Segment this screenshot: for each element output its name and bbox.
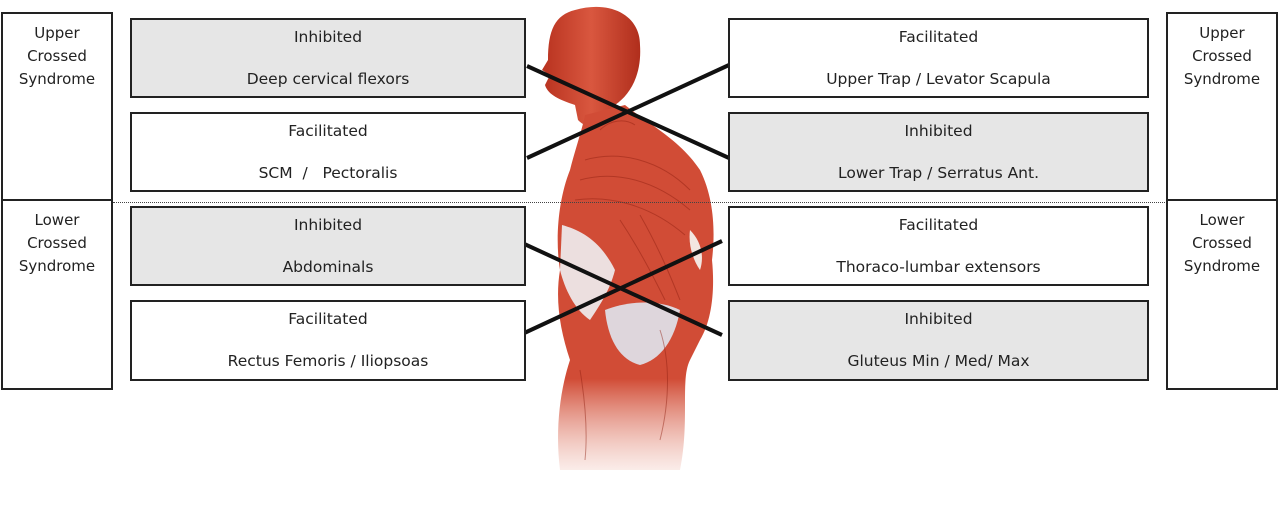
box-scm-pectoralis: Facilitated SCM / Pectoralis: [130, 112, 526, 192]
box-status: Inhibited: [293, 28, 363, 46]
box-muscles: Thoraco-lumbar extensors: [836, 258, 1041, 276]
box-status: Facilitated: [288, 122, 368, 140]
box-gluteus: Inhibited Gluteus Min / Med/ Max: [728, 300, 1149, 381]
box-muscles: Abdominals: [282, 258, 374, 276]
box-status: Facilitated: [288, 310, 368, 328]
box-rectus-femoris-iliopsoas: Facilitated Rectus Femoris / Iliopsoas: [130, 300, 526, 381]
upper-cross-lines: [526, 63, 730, 160]
right-syndrome-column: Upper Crossed Syndrome Lower Crossed Syn…: [1166, 12, 1278, 390]
left-upper-crossed-label: Upper Crossed Syndrome: [3, 14, 111, 201]
box-upper-trap-levator-scapula: Facilitated Upper Trap / Levator Scapula: [728, 18, 1149, 98]
box-status: Inhibited: [293, 216, 363, 234]
box-muscles: Gluteus Min / Med/ Max: [847, 352, 1030, 370]
box-status: Facilitated: [898, 216, 979, 234]
box-muscles: Upper Trap / Levator Scapula: [826, 70, 1051, 88]
box-deep-cervical-flexors: Inhibited Deep cervical flexors: [130, 18, 526, 98]
left-syndrome-column: Upper Crossed Syndrome Lower Crossed Syn…: [1, 12, 113, 390]
right-upper-crossed-label: Upper Crossed Syndrome: [1168, 14, 1276, 201]
box-status: Inhibited: [904, 122, 973, 140]
right-lower-crossed-label: Lower Crossed Syndrome: [1183, 211, 1261, 275]
upper-lower-divider: [113, 202, 1167, 203]
box-thoraco-lumbar-extensors: Facilitated Thoraco-lumbar extensors: [728, 206, 1149, 286]
box-muscles: Lower Trap / Serratus Ant.: [837, 164, 1039, 182]
box-abdominals: Inhibited Abdominals: [130, 206, 526, 286]
box-status: Facilitated: [898, 28, 979, 46]
box-muscles: Rectus Femoris / Iliopsoas: [227, 352, 429, 370]
lower-cross-lines: [519, 239, 723, 337]
box-lower-trap-serratus: Inhibited Lower Trap / Serratus Ant.: [728, 112, 1149, 192]
box-muscles: SCM / Pectoralis: [258, 164, 398, 182]
left-lower-crossed-label: Lower Crossed Syndrome: [18, 211, 96, 275]
box-muscles: Deep cervical flexors: [246, 70, 410, 88]
box-status: Inhibited: [904, 310, 973, 328]
